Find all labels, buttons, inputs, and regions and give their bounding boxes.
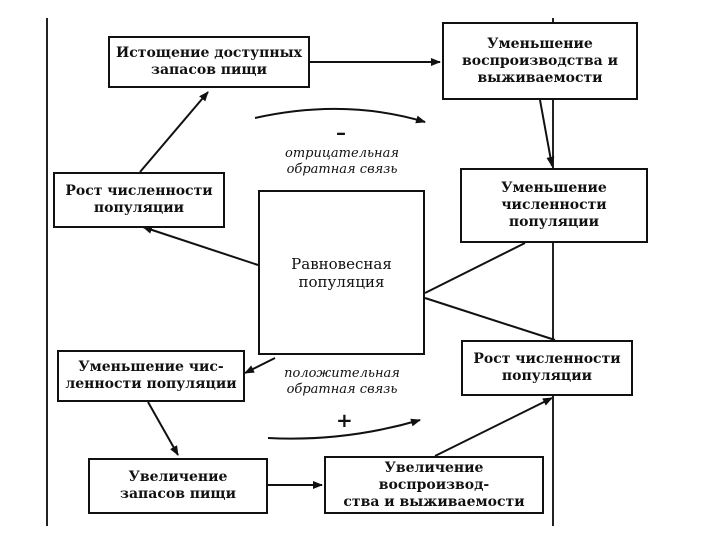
node-equilibrium-population: Равновесная популяция [258,190,425,355]
edge-repro-to-growth-right [434,397,553,457]
node-population-decrease-right: Уменьшение численности популяции [460,168,648,243]
edge-equilibrium-to-decrease-left [244,357,276,374]
node-reduced-reproduction: Уменьшение воспроизводства и выживаемост… [442,22,638,100]
edge-decrease-to-equilibrium [424,242,526,294]
edge-reduced-repro-to-decrease [539,99,555,167]
node-food-increase: Увеличение запасов пищи [88,458,268,514]
negative-sign: – [336,120,346,144]
node-reproduction-increase: Увеличение воспроизвод- ства и выживаемо… [324,456,544,514]
negative-feedback-label: отрицательная обратная связь [285,146,399,177]
negative-feedback-arrow [254,107,426,124]
diagram-frame [46,18,554,526]
edge-equilibrium-to-growth [142,226,259,266]
edge-decrease-left-to-food [147,401,179,456]
node-population-growth-right: Рост численности популяции [461,340,633,396]
positive-sign: + [336,408,353,432]
node-food-depletion: Истощение доступных запасов пищи [108,36,310,88]
edge-growth-right-to-equilibrium [424,297,556,341]
node-population-decrease-left: Уменьшение чис- ленности популяции [57,350,245,402]
node-population-growth-left: Рост численности популяции [53,172,225,228]
positive-feedback-arrow [267,418,421,440]
positive-feedback-label: положительная обратная связь [284,366,400,397]
edge-growth-to-depletion [139,91,209,173]
